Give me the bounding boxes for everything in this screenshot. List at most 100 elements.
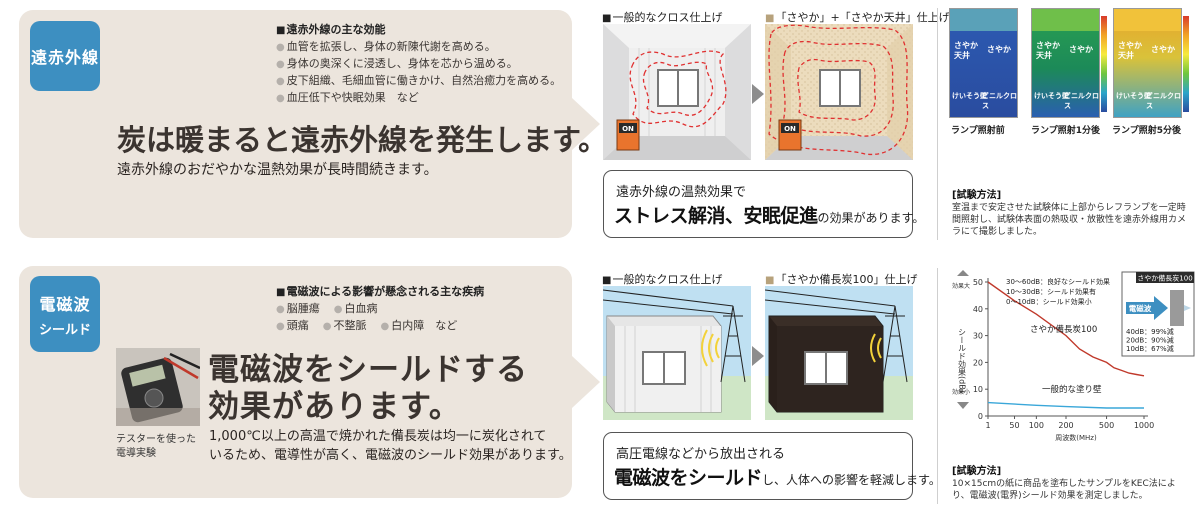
far-infrared-method-text: 室温まで安定させた試験体に上部からレフランプを一定時間照射し、試験体表面の熱吸収… [952, 203, 1187, 237]
series-line [987, 281, 1145, 377]
thermo-label-vinyl: ビニルクロス [982, 92, 1017, 110]
level-legend-item: 0〜10dB：シールド効果小 [1006, 297, 1092, 306]
far-infrared-headline: 炭は暖まると遠赤外線を発生します。 [117, 123, 608, 157]
far-infrared-effects-title: 遠赤外線の主な効能 [276, 22, 561, 39]
series-label: 一般的な塗り壁 [1042, 384, 1102, 395]
emf-effect-item: 白内障 など [380, 318, 457, 335]
heater-on-label: ON [622, 125, 634, 133]
y-tick-label: 50 [973, 278, 983, 287]
thermo-caption-1min: ランプ照射1分後 [1031, 126, 1100, 136]
inset-row: 10dB：67%減 [1126, 344, 1174, 353]
series-label: さやか備長炭100 [1030, 324, 1097, 335]
emf-tag-line2: シールド [38, 322, 91, 338]
far-infrared-subline: 遠赤外線のおだやかな温熱効果が長時間続きます。 [117, 162, 438, 178]
far-infrared-callout: 遠赤外線の温熱効果で ストレス解消、安眠促進の効果があります。 [603, 170, 924, 238]
emf-effect-item: 不整脈 [323, 318, 366, 335]
x-tick-label: 200 [1058, 421, 1073, 430]
emf-subline-line1: 1,000℃以上の高温で焼かれた備長炭は均一に炭化されて [209, 429, 547, 444]
y-tick-label: 0 [978, 412, 983, 421]
far-infrared-effect-item: 皮下組織、毛細血管に働きかけ、自然治癒力を高める。 [276, 73, 561, 90]
far-infrared-tag-label: 遠赤外線 [30, 48, 99, 67]
emf-tag-line1: 電磁波 [39, 294, 91, 314]
emf-callout-tail: し、人体への影響を軽減します。 [762, 473, 941, 487]
far-infrared-effect-item: 血圧低下や快眠効果 など [276, 90, 561, 107]
arrow-right-icon [1126, 296, 1168, 320]
chevron-right-icon [752, 346, 764, 366]
series-line [987, 401, 1144, 409]
y-axis-label: シールド効果(dB) [958, 328, 967, 393]
far-infrared-callout-tail: の効果があります。 [817, 211, 925, 225]
thermo-caption-5min: ランプ照射5分後 [1112, 126, 1181, 136]
emf-caption-right: 「さやか備長炭100」仕上げ [765, 271, 917, 287]
inset-row: 20dB：90%減 [1126, 336, 1174, 345]
thermo-before: さやか さやか 天井 けいそう壁 ビニルクロス [949, 8, 1018, 118]
thermo-label-sayaka: さやか [1151, 45, 1175, 54]
x-tick-label: 500 [1099, 421, 1114, 430]
far-infrared-method-title: [試験方法] [952, 190, 1002, 201]
emf-headline-line1: 電磁波をシールドする [208, 352, 528, 388]
far-infrared-panel-arrow [572, 98, 600, 150]
thermo-1min: さやか さやか 天井 けいそう壁 ビニルクロス [1031, 8, 1100, 118]
far-infrared-effect-item: 血管を拡張し、身体の新陳代謝を高める。 [276, 39, 561, 56]
thermo-5min: さやか さやか 天井 けいそう壁 ビニルクロス [1113, 8, 1182, 118]
inset-title: さやか備長炭100 [1137, 274, 1192, 283]
room-sayaka-illustration: ON [765, 24, 913, 160]
room-binchotan-illustration [765, 286, 913, 420]
emf-headline-line2: 効果があります。 [208, 389, 461, 425]
column-divider [937, 268, 938, 504]
level-legend-item: 30〜60dB：良好なシールド効果 [1006, 277, 1110, 286]
emf-tag: 電磁波 シールド [30, 276, 100, 352]
emf-effect-item: 白血病 [334, 301, 377, 318]
thermo-label-sayaka-ceiling: さやか 天井 [1036, 41, 1060, 60]
tester-photo-caption: テスターを使った 電導実験 [116, 434, 196, 459]
thermo-label-sayaka: さやか [1069, 45, 1093, 54]
emf-effect-item: 頭痛 [276, 318, 309, 335]
heater-on-label: ON [784, 125, 796, 133]
inset-row: 40dB：99%減 [1126, 327, 1174, 336]
y-tick-label: 40 [973, 305, 983, 314]
thermo-colorbar [1183, 16, 1189, 112]
chevron-right-icon [752, 84, 764, 104]
tester-photo [116, 348, 200, 426]
far-infrared-tag: 遠赤外線 [30, 21, 100, 91]
emf-panel-arrow [572, 356, 600, 408]
thermo-label-keisou: けいそう壁 [1034, 92, 1069, 100]
emf-method-text: 10×15cmの紙に商品を塗布したサンプルをKEC法により、電磁波(電界)シール… [952, 479, 1176, 501]
emf-effect-item: 脳腫瘍 [276, 301, 320, 318]
column-divider [937, 8, 938, 240]
arrow-right-icon [1184, 305, 1191, 311]
thermo-label-keisou: けいそう壁 [952, 92, 987, 100]
thermo-colorbar [1101, 16, 1107, 112]
y-tick-label: 20 [973, 358, 983, 367]
x-tick-label: 50 [1009, 421, 1019, 430]
thermo-label-vinyl: ビニルクロス [1064, 92, 1099, 110]
thermo-caption-before: ランプ照射前 [951, 126, 1005, 136]
x-tick-label: 100 [1029, 421, 1044, 430]
x-tick-label: 1 [985, 421, 990, 430]
y-bottom-note: 効果小 [952, 388, 970, 396]
emf-method-title: [試験方法] [952, 466, 1002, 477]
room-cloth-emf-illustration [603, 286, 751, 420]
far-infrared-caption-right: 「さやか」+「さやか天井」仕上げ [765, 9, 949, 25]
emf-caption-left: 一般的なクロス仕上げ [602, 271, 722, 287]
emf-callout-line2: 電磁波をシールドし、人体への影響を軽減します。 [614, 463, 941, 490]
far-infrared-effect-item: 身体の奥深くに浸透し、身体を芯から温める。 [276, 56, 561, 73]
far-infrared-callout-line1: 遠赤外線の温熱効果で [616, 185, 747, 200]
far-infrared-callout-emphasis: ストレス解消、安眠促進 [614, 205, 818, 227]
arrow-down-icon [957, 402, 969, 409]
thermo-label-sayaka-ceiling: さやか 天井 [954, 41, 978, 60]
inset-title-bg [1136, 272, 1194, 283]
far-infrared-effects: 遠赤外線の主な効能 血管を拡張し、身体の新陳代謝を高める。 身体の奥深くに浸透し… [276, 22, 561, 107]
thermo-label-keisou: けいそう壁 [1116, 92, 1151, 100]
inset-arrow-label: 電磁波 [1129, 303, 1152, 313]
x-tick-label: 1000 [1134, 421, 1154, 430]
far-infrared-caption-left: 一般的なクロス仕上げ [602, 9, 722, 25]
emf-subline-line2: いるため、電導性が高く、電磁波のシールド効果があります。 [209, 448, 572, 463]
emf-effects-title: 電磁波による影響が懸念される主な疾病 [276, 284, 484, 301]
y-tick-label: 10 [973, 385, 983, 394]
y-tick-label: 30 [973, 332, 983, 341]
thermo-label-vinyl: ビニルクロス [1146, 92, 1181, 110]
far-infrared-callout-line2: ストレス解消、安眠促進の効果があります。 [614, 201, 924, 228]
thermo-label-sayaka-ceiling: さやか 天井 [1118, 41, 1142, 60]
